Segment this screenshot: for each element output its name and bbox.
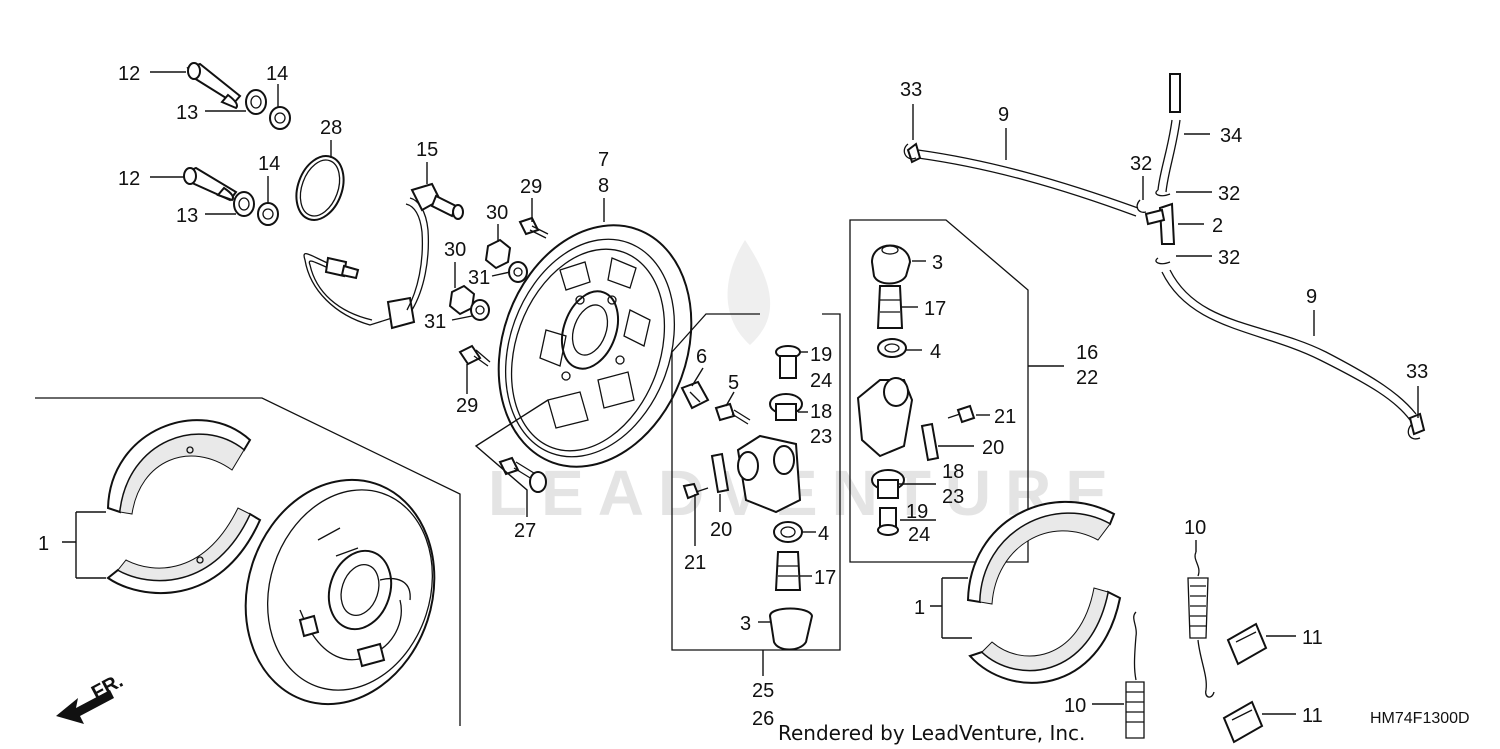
callout-4-left: 4	[818, 523, 829, 545]
joint-2	[1144, 202, 1176, 245]
callout-18-left: 18	[810, 401, 832, 423]
callout-30-lower: 30	[444, 239, 466, 261]
callout-27: 27	[514, 520, 536, 542]
seal-upper	[245, 89, 267, 115]
wheel-cylinder-16-group	[849, 219, 1029, 563]
callout-8: 8	[598, 175, 609, 197]
washer-31-upper	[508, 261, 528, 283]
callout-23-right: 23	[942, 486, 964, 508]
credit-text: Rendered by LeadVenture, Inc.	[778, 721, 1085, 745]
callout-numbers: 12 13 14 12 13 14 28 15 7 8 29 30 30 31 …	[38, 63, 1428, 730]
callout-22: 22	[1076, 367, 1098, 389]
callout-25: 25	[752, 680, 774, 702]
diagram-code: HM74F1300D	[1370, 710, 1470, 727]
brake-hose	[303, 182, 464, 330]
callout-14-lower: 14	[258, 153, 280, 175]
hose-34	[1157, 73, 1181, 193]
seal-lower	[233, 191, 255, 217]
callout-31-upper: 31	[468, 267, 490, 289]
callout-16: 16	[1076, 342, 1098, 364]
clip-33-upper	[903, 143, 917, 160]
callout-17-right: 17	[924, 298, 946, 320]
callout-19-left: 19	[810, 344, 832, 366]
callout-24-right: 24	[908, 524, 930, 546]
hose-upper-9	[906, 142, 1139, 217]
callout-33-upper: 33	[900, 79, 922, 101]
callout-32-a: 32	[1130, 153, 1152, 175]
callout-14-upper: 14	[266, 63, 288, 85]
wheel-cylinder-25-group	[671, 313, 841, 651]
callout-32-b: 32	[1218, 183, 1240, 205]
callout-12-lower: 12	[118, 168, 140, 190]
spring-10-upper	[1187, 551, 1215, 698]
brake-shoes-left	[106, 419, 262, 595]
bearing-upper	[269, 106, 291, 130]
callout-34: 34	[1220, 125, 1242, 147]
cam-shaft-upper	[186, 62, 242, 110]
callout-13-lower: 13	[176, 205, 198, 227]
cam-shaft-lower	[183, 166, 238, 202]
callout-33-lower: 33	[1406, 361, 1428, 383]
callout-3-right: 3	[932, 252, 943, 274]
spring-10-lower	[1125, 611, 1145, 739]
callout-19-right: 19	[906, 501, 928, 523]
callout-3-left: 3	[740, 613, 751, 635]
bearing-lower	[257, 202, 279, 226]
clip-33-lower	[1407, 423, 1421, 440]
callout-20-left: 20	[710, 519, 732, 541]
washer-31-lower	[470, 299, 490, 321]
clip-11-upper	[1226, 622, 1268, 666]
callout-12-upper: 12	[118, 63, 140, 85]
callout-29-lower: 29	[456, 395, 478, 417]
callout-30-upper: 30	[486, 202, 508, 224]
callout-11-upper: 11	[1302, 627, 1323, 649]
bolt-29-upper	[518, 216, 549, 239]
callout-20-right: 20	[982, 437, 1004, 459]
callout-9-upper: 9	[998, 104, 1009, 126]
drum-assembly	[35, 397, 461, 726]
front-direction-marker: FR.	[56, 670, 127, 724]
callout-5: 5	[728, 372, 739, 394]
callout-1-right: 1	[914, 597, 925, 619]
callout-24-left: 24	[810, 370, 832, 392]
callout-7: 7	[598, 149, 609, 171]
callout-10-lower: 10	[1064, 695, 1086, 717]
callout-9-lower: 9	[1306, 286, 1317, 308]
callout-21-right: 21	[994, 406, 1016, 428]
callout-1-left: 1	[38, 533, 49, 555]
o-ring	[295, 155, 345, 221]
callout-4-right: 4	[930, 341, 941, 363]
callout-18-right: 18	[942, 461, 964, 483]
clips-32	[1136, 189, 1171, 265]
clip-11-lower	[1222, 700, 1264, 744]
callout-28: 28	[320, 117, 342, 139]
callout-11-lower: 11	[1302, 705, 1323, 727]
nut-30-upper	[484, 238, 512, 270]
callout-17-left: 17	[814, 567, 836, 589]
brake-shoes-right	[966, 500, 1122, 684]
leader-lines	[62, 71, 1419, 715]
callout-2: 2	[1212, 215, 1223, 237]
callout-15: 15	[416, 139, 438, 161]
callout-6: 6	[696, 346, 707, 368]
callout-21-left: 21	[684, 552, 706, 574]
callout-31-lower: 31	[424, 311, 446, 333]
callout-29-upper: 29	[520, 176, 542, 198]
callout-13-upper: 13	[176, 102, 198, 124]
callout-23-left: 23	[810, 426, 832, 448]
callout-32-c: 32	[1218, 247, 1240, 269]
hose-lower-9	[1161, 269, 1426, 436]
bolt-29-lower	[458, 344, 491, 367]
callout-26: 26	[752, 708, 774, 730]
callout-10-upper: 10	[1184, 517, 1206, 539]
brake-panel	[497, 224, 693, 468]
